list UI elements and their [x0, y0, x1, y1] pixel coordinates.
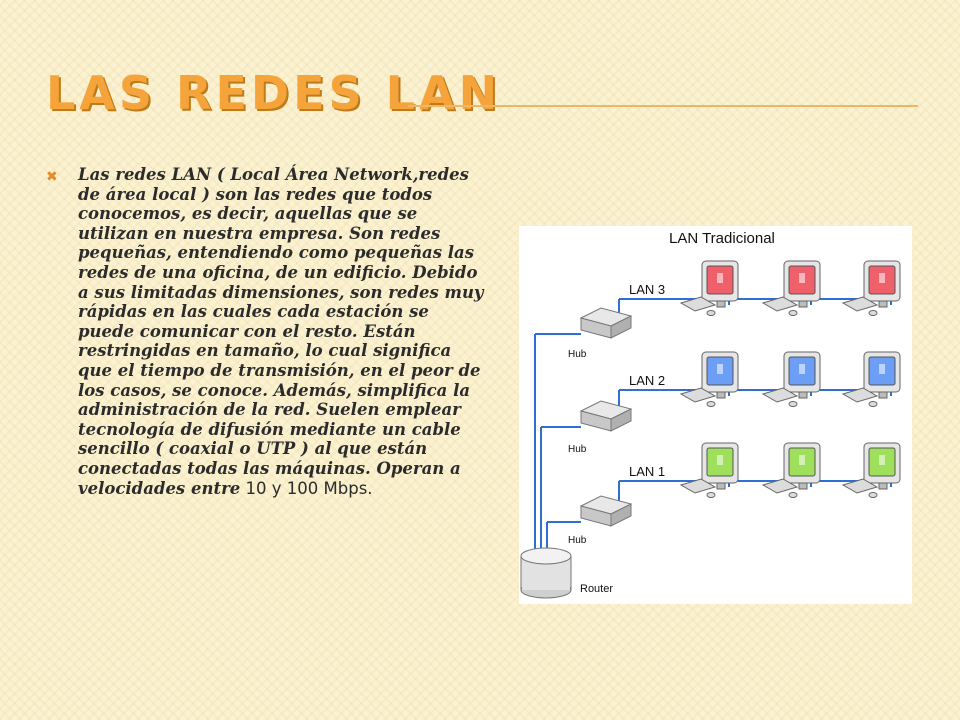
monitor-stand: [878, 300, 888, 308]
monitor-stand: [798, 391, 808, 399]
screen-glare: [717, 273, 723, 283]
hub2-label: Hub: [568, 444, 587, 455]
monitor-stand: [716, 482, 726, 490]
keyboard: [841, 387, 879, 403]
mouse: [868, 401, 878, 407]
mouse: [706, 401, 716, 407]
router-body-fill: [522, 566, 570, 590]
keyboard: [761, 296, 799, 312]
monitor-stand: [798, 300, 808, 308]
keyboard: [761, 478, 799, 494]
screen-glare: [879, 273, 885, 283]
screen-glare: [799, 455, 805, 465]
keyboard: [761, 387, 799, 403]
monitor-stand: [878, 391, 888, 399]
screen-glare: [799, 273, 805, 283]
lan-diagram: LAN Tradicional LAN 3 LAN 2 LAN 1 Hub Hu…: [519, 226, 912, 604]
router-top: [520, 547, 572, 565]
x-bullet-icon: ✖: [46, 169, 58, 185]
body-paragraph: Las redes LAN ( Local Área Network,redes…: [78, 165, 488, 498]
mouse: [788, 310, 798, 316]
keyboard: [679, 387, 717, 403]
title-underline: [408, 105, 918, 107]
monitor-stand: [798, 482, 808, 490]
screen-glare: [879, 455, 885, 465]
hub-side: [610, 408, 632, 432]
mouse: [788, 492, 798, 498]
hub1-label: Hub: [568, 535, 587, 546]
mouse: [868, 310, 878, 316]
body-text-main: Las redes LAN ( Local Área Network,redes…: [78, 165, 484, 498]
screen-glare: [879, 364, 885, 374]
mouse: [706, 492, 716, 498]
lan3-label: LAN 3: [629, 282, 666, 297]
mouse: [788, 401, 798, 407]
lan2-label: LAN 2: [629, 373, 666, 388]
screen-glare: [799, 364, 805, 374]
keyboard: [679, 296, 717, 312]
hub3-label: Hub: [568, 349, 587, 360]
network-drawing: [520, 260, 901, 599]
hub-side: [610, 503, 632, 527]
body-text-tail: 10 y 100 Mbps.: [240, 478, 373, 498]
screen-glare: [717, 455, 723, 465]
slide-title: LAS REDES LAN: [46, 66, 502, 120]
router-label: Router: [580, 583, 614, 595]
screen-glare: [717, 364, 723, 374]
mouse: [868, 492, 878, 498]
mouse: [706, 310, 716, 316]
lan1-label: LAN 1: [629, 464, 666, 479]
keyboard: [679, 478, 717, 494]
hub-side: [610, 315, 632, 339]
keyboard: [841, 478, 879, 494]
monitor-stand: [878, 482, 888, 490]
diagram-title: LAN Tradicional: [669, 230, 775, 247]
monitor-stand: [716, 300, 726, 308]
monitor-stand: [716, 391, 726, 399]
keyboard: [841, 296, 879, 312]
